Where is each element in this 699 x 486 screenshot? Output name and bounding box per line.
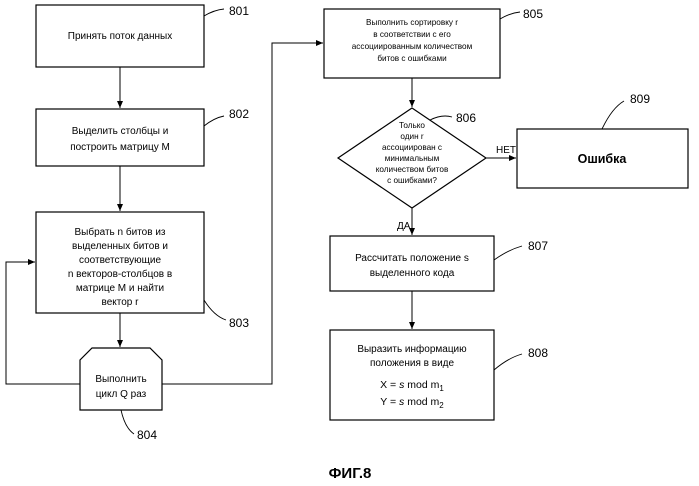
figure-caption: ФИГ.8	[329, 465, 372, 482]
step-807-line-1: Рассчитать положение s	[355, 253, 469, 264]
decision-806-line-6: с ошибками?	[387, 176, 437, 185]
step-803-line-4: n векторов-столбцов в	[68, 268, 172, 280]
error-label: Ошибка	[578, 152, 628, 166]
ref-leader-809	[602, 101, 624, 129]
step-803-line-2: выделенных битов и	[72, 240, 168, 252]
decision-806-line-5: количеством битов	[376, 165, 449, 174]
step-803-line-5: матрице M и найти	[76, 283, 164, 294]
step-808-line-1: Выразить информацию	[357, 343, 467, 355]
step-802-line-1: Выделить столбцы и	[72, 125, 169, 137]
ref-leader-803	[204, 300, 226, 320]
formula-y: Y = s mod m2	[380, 396, 444, 410]
ref-leader-807	[494, 246, 522, 260]
ref-808: 808	[528, 346, 548, 360]
edge-label-yes: ДА	[397, 221, 411, 232]
edge-label-no: НЕТ	[496, 145, 516, 156]
ref-802: 802	[229, 107, 249, 121]
decision-806-line-4: минимальным	[385, 154, 440, 163]
ref-leader-802	[204, 116, 224, 126]
ref-leader-801	[204, 9, 224, 16]
step-804-line-1: Выполнить	[95, 374, 146, 385]
decision-806-line-2: один r	[400, 132, 424, 141]
ref-801: 801	[229, 4, 249, 18]
step-805-line-1: Выполнить сортировку r	[366, 18, 458, 27]
formula-x: X = s mod m1	[380, 379, 444, 393]
step-803-line-6: вектор r	[102, 297, 140, 308]
step-805-line-4: битов с ошибками	[377, 54, 446, 63]
ref-804: 804	[137, 428, 157, 442]
ref-leader-808	[494, 354, 522, 370]
step-804-line-2: цикл Q раз	[96, 389, 147, 400]
ref-805: 805	[523, 7, 543, 21]
step-805-line-2: в соответствии с его	[373, 30, 451, 39]
ref-806: 806	[456, 111, 476, 125]
step-803-line-3: соответствующие	[79, 255, 161, 266]
ref-809: 809	[630, 92, 650, 106]
ref-leader-806	[430, 116, 452, 120]
step-box-802	[36, 109, 204, 166]
step-803-line-1: Выбрать n битов из	[74, 226, 165, 238]
step-801-label: Принять поток данных	[68, 31, 172, 42]
decision-806-line-3: ассоциирован с	[382, 143, 442, 152]
step-802-line-2: построить матрицу M	[70, 142, 170, 153]
ref-leader-804	[121, 410, 134, 434]
step-808-line-2: положения в виде	[370, 358, 455, 369]
ref-803: 803	[229, 316, 249, 330]
step-807-line-2: выделенного кода	[370, 268, 455, 279]
decision-806-line-1: Только	[399, 121, 425, 130]
ref-leader-805	[500, 12, 520, 19]
ref-807: 807	[528, 239, 548, 253]
step-805-line-3: ассоциированным количеством	[352, 42, 473, 51]
